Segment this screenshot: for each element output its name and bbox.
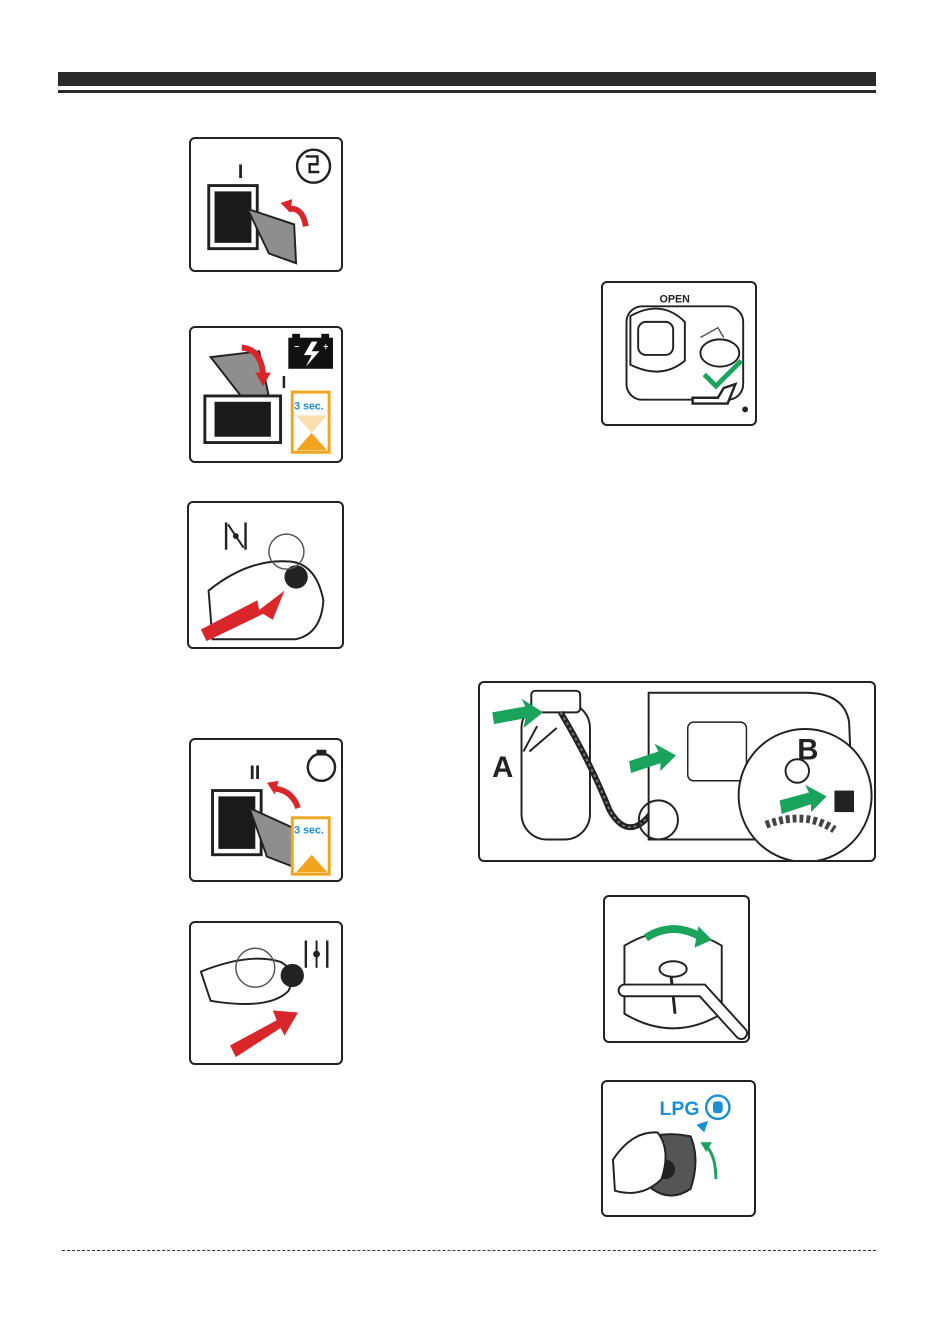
engine-start-icon xyxy=(297,150,330,183)
choke-open-icon xyxy=(306,941,327,968)
footer-divider xyxy=(62,1250,876,1251)
oil-can-icon xyxy=(693,384,748,412)
lpg-label: LPG xyxy=(660,1098,700,1120)
illustration-oil-check: OPEN xyxy=(601,281,757,426)
illustration-tank-valve xyxy=(603,895,750,1043)
engine-switch-mark: II xyxy=(249,762,260,784)
illustration-choke-pull xyxy=(187,501,344,649)
oil-check-label: OPEN xyxy=(660,293,690,305)
illustration-battery-start: − + I 3 sec. xyxy=(189,326,343,463)
battery-start-timer: 3 sec. xyxy=(294,401,324,413)
illustration-lpg-hookup: A B xyxy=(478,681,876,862)
svg-text:+: + xyxy=(323,341,328,351)
choke-icon xyxy=(226,522,245,549)
svg-text:−: − xyxy=(294,341,299,351)
turn-arrow-icon xyxy=(706,1146,716,1179)
push-arrow-icon xyxy=(230,1011,298,1058)
battery-icon: − + xyxy=(288,334,333,369)
engine-switch-timer: 3 sec. xyxy=(294,824,324,836)
switch-on-mark: I xyxy=(238,161,243,183)
lpg-tank-icon xyxy=(706,1096,729,1119)
label-b: B xyxy=(797,733,818,766)
battery-start-mark: I xyxy=(282,372,287,392)
rotate-arrow-icon xyxy=(646,929,702,938)
label-a: A xyxy=(492,751,513,784)
illustration-engine-switch: II 3 sec. xyxy=(189,738,343,882)
illustration-fuel-selector: LPG xyxy=(601,1080,756,1217)
illustration-choke-push xyxy=(189,921,343,1065)
header-rule xyxy=(58,90,876,93)
illustration-switch-on: I xyxy=(189,137,343,272)
header-bar xyxy=(58,72,876,86)
engine-icon xyxy=(308,750,335,781)
